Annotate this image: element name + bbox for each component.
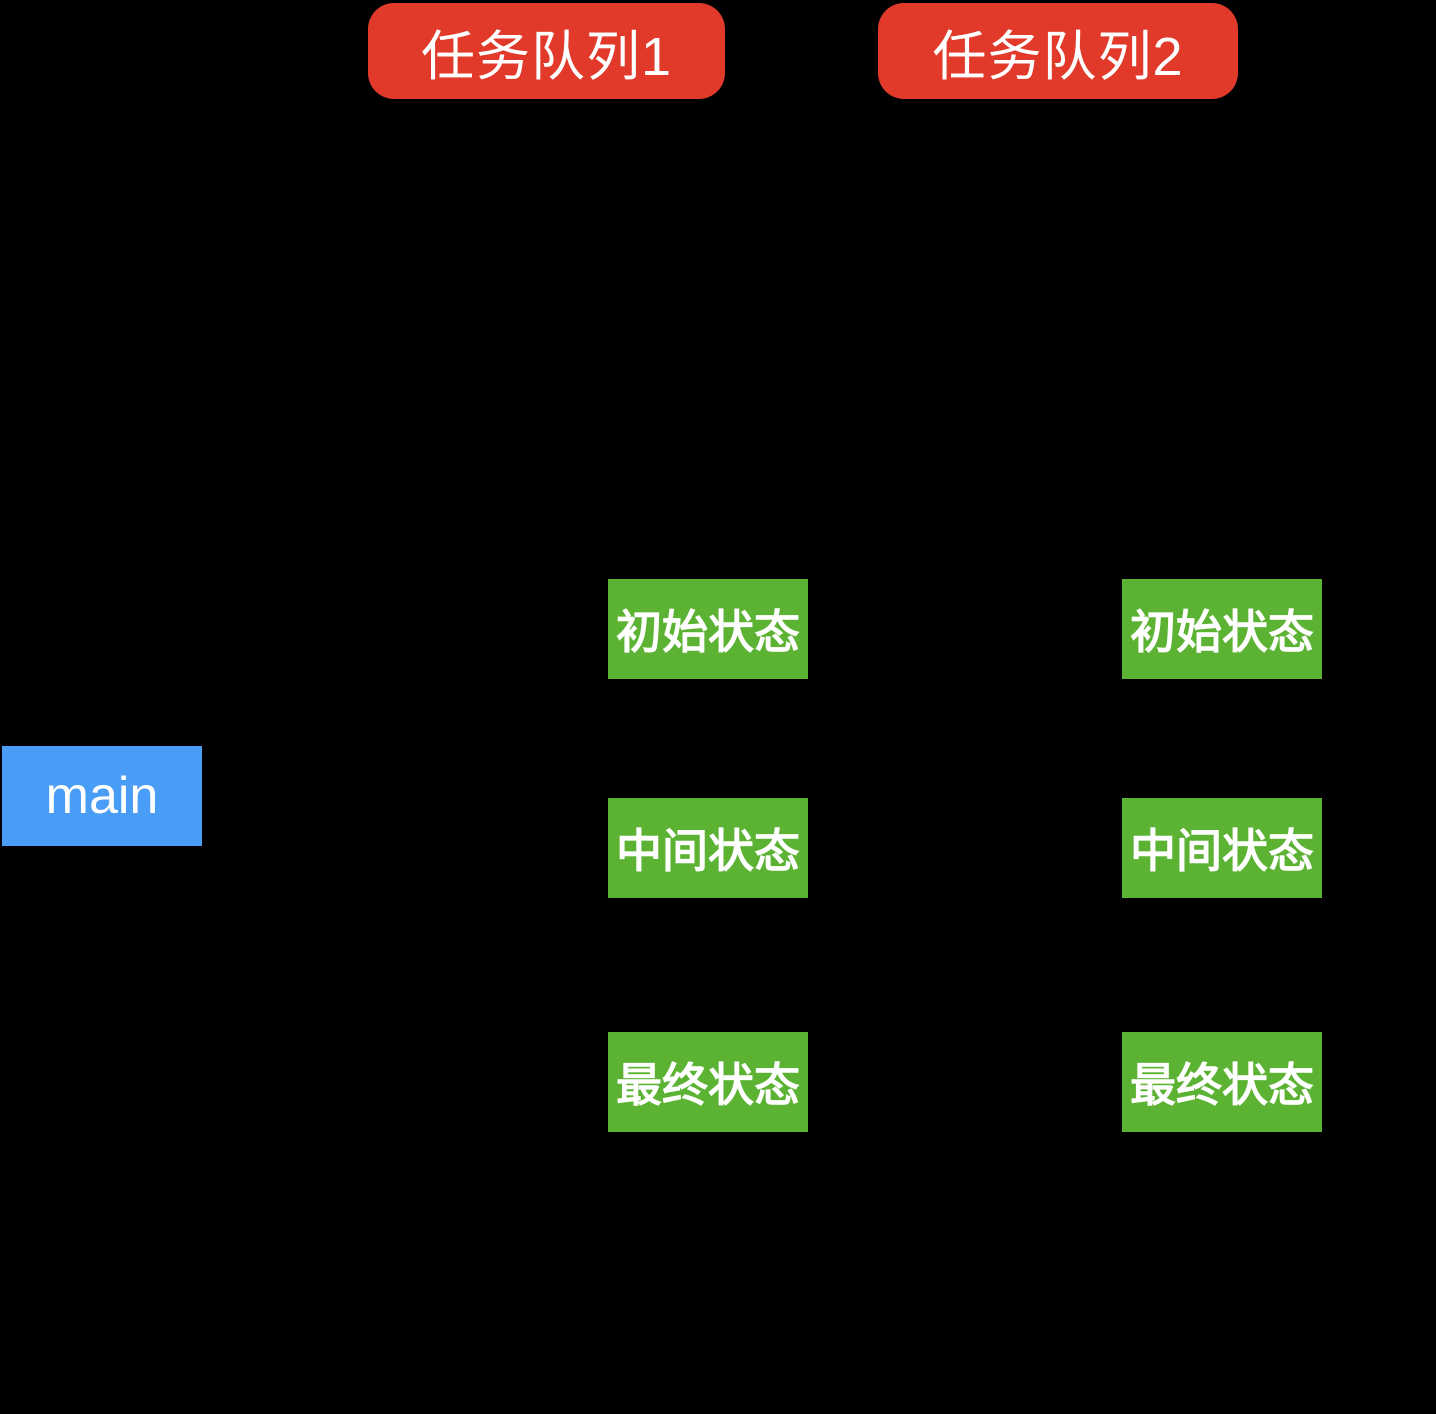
task-queue-2-label: 任务队列2: [932, 26, 1184, 87]
task-queue-1-badge: 任务队列1: [368, 3, 725, 99]
task-queue-2-badge: 任务队列2: [878, 3, 1238, 99]
queue1-initial-state-box: 初始状态: [608, 579, 808, 679]
queue2-initial-state-label: 初始状态: [1130, 606, 1314, 658]
task-queue-1-label: 任务队列1: [420, 26, 673, 87]
queue2-intermediate-state-label: 中间状态: [1130, 825, 1314, 877]
queue1-final-state-box: 最终状态: [608, 1032, 808, 1132]
queue2-initial-state-box: 初始状态: [1122, 579, 1322, 679]
queue1-initial-state-label: 初始状态: [616, 606, 800, 658]
queue2-final-state-label: 最终状态: [1130, 1059, 1314, 1111]
queue2-intermediate-state-box: 中间状态: [1122, 798, 1322, 898]
queue1-intermediate-state-box: 中间状态: [608, 798, 808, 898]
queue2-final-state-box: 最终状态: [1122, 1032, 1322, 1132]
main-thread-label: main: [45, 767, 159, 825]
main-thread-box: main: [2, 746, 202, 846]
queue1-intermediate-state-label: 中间状态: [616, 825, 800, 877]
queue1-final-state-label: 最终状态: [616, 1059, 800, 1111]
